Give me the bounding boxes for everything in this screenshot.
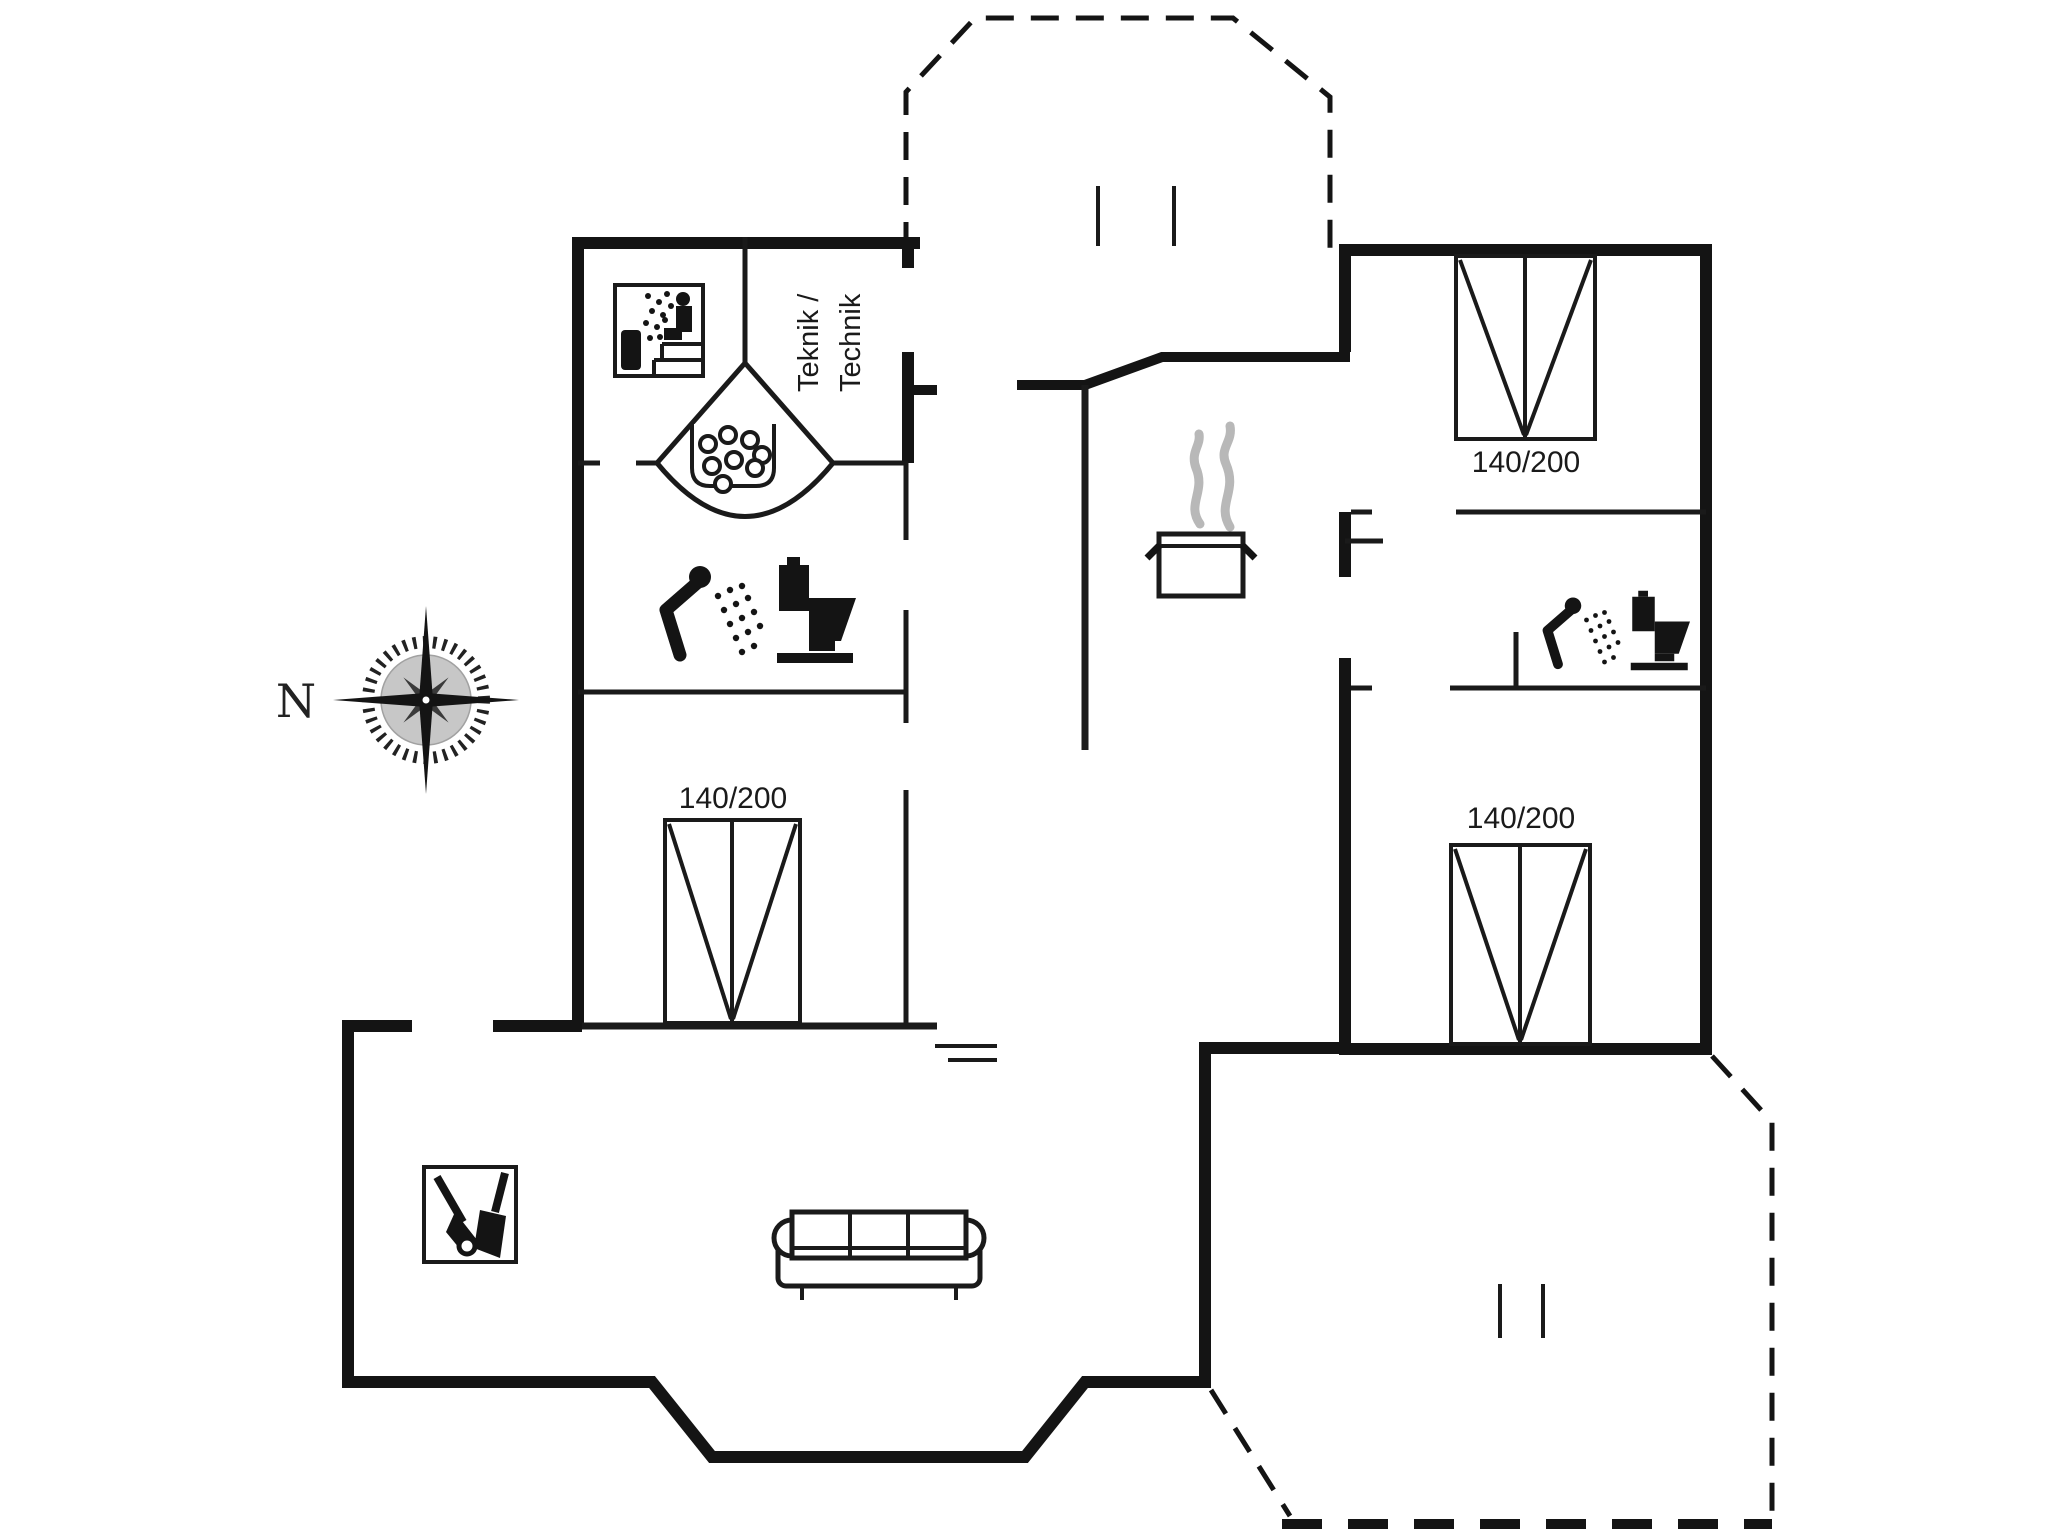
top-terrace-outline xyxy=(903,15,1333,250)
bed-size-label: 140/200 xyxy=(1472,446,1580,479)
bathroom-west-icons xyxy=(666,557,856,663)
bed-size-label: 140/200 xyxy=(679,782,787,815)
outer-walls xyxy=(342,237,1712,1463)
inner-walls xyxy=(578,237,1706,1062)
bed-south-east: 140/200 xyxy=(1449,802,1592,1046)
bed-west: 140/200 xyxy=(663,782,802,1025)
south-wall-bay xyxy=(342,1376,1211,1463)
bed-size-label: 140/200 xyxy=(1467,802,1575,835)
bottom-right-terrace-outline xyxy=(1208,1054,1775,1529)
bed-north-east: 140/200 xyxy=(1454,254,1597,479)
sauna-icon xyxy=(613,283,705,378)
shower-and-toilet-icon xyxy=(666,557,856,663)
technical-room-label: Teknik / Technik xyxy=(793,293,867,392)
north-label: N xyxy=(276,674,316,728)
west-wing-wall xyxy=(572,237,920,1026)
bathroom-east-icons xyxy=(1548,591,1691,671)
shower-corner-icon xyxy=(655,361,835,519)
cooking-pot-icon xyxy=(1144,421,1258,599)
sofa-icon xyxy=(771,1209,987,1300)
compass-rose-icon: N xyxy=(276,606,519,794)
shower-and-toilet-icon xyxy=(1548,591,1691,671)
technical-room-label-line1: Teknik / xyxy=(793,293,825,392)
technical-room-label-line2: Technik xyxy=(835,293,867,392)
entrance-wall-jog xyxy=(1017,352,1350,390)
fireplace-tools-icon xyxy=(422,1165,518,1264)
